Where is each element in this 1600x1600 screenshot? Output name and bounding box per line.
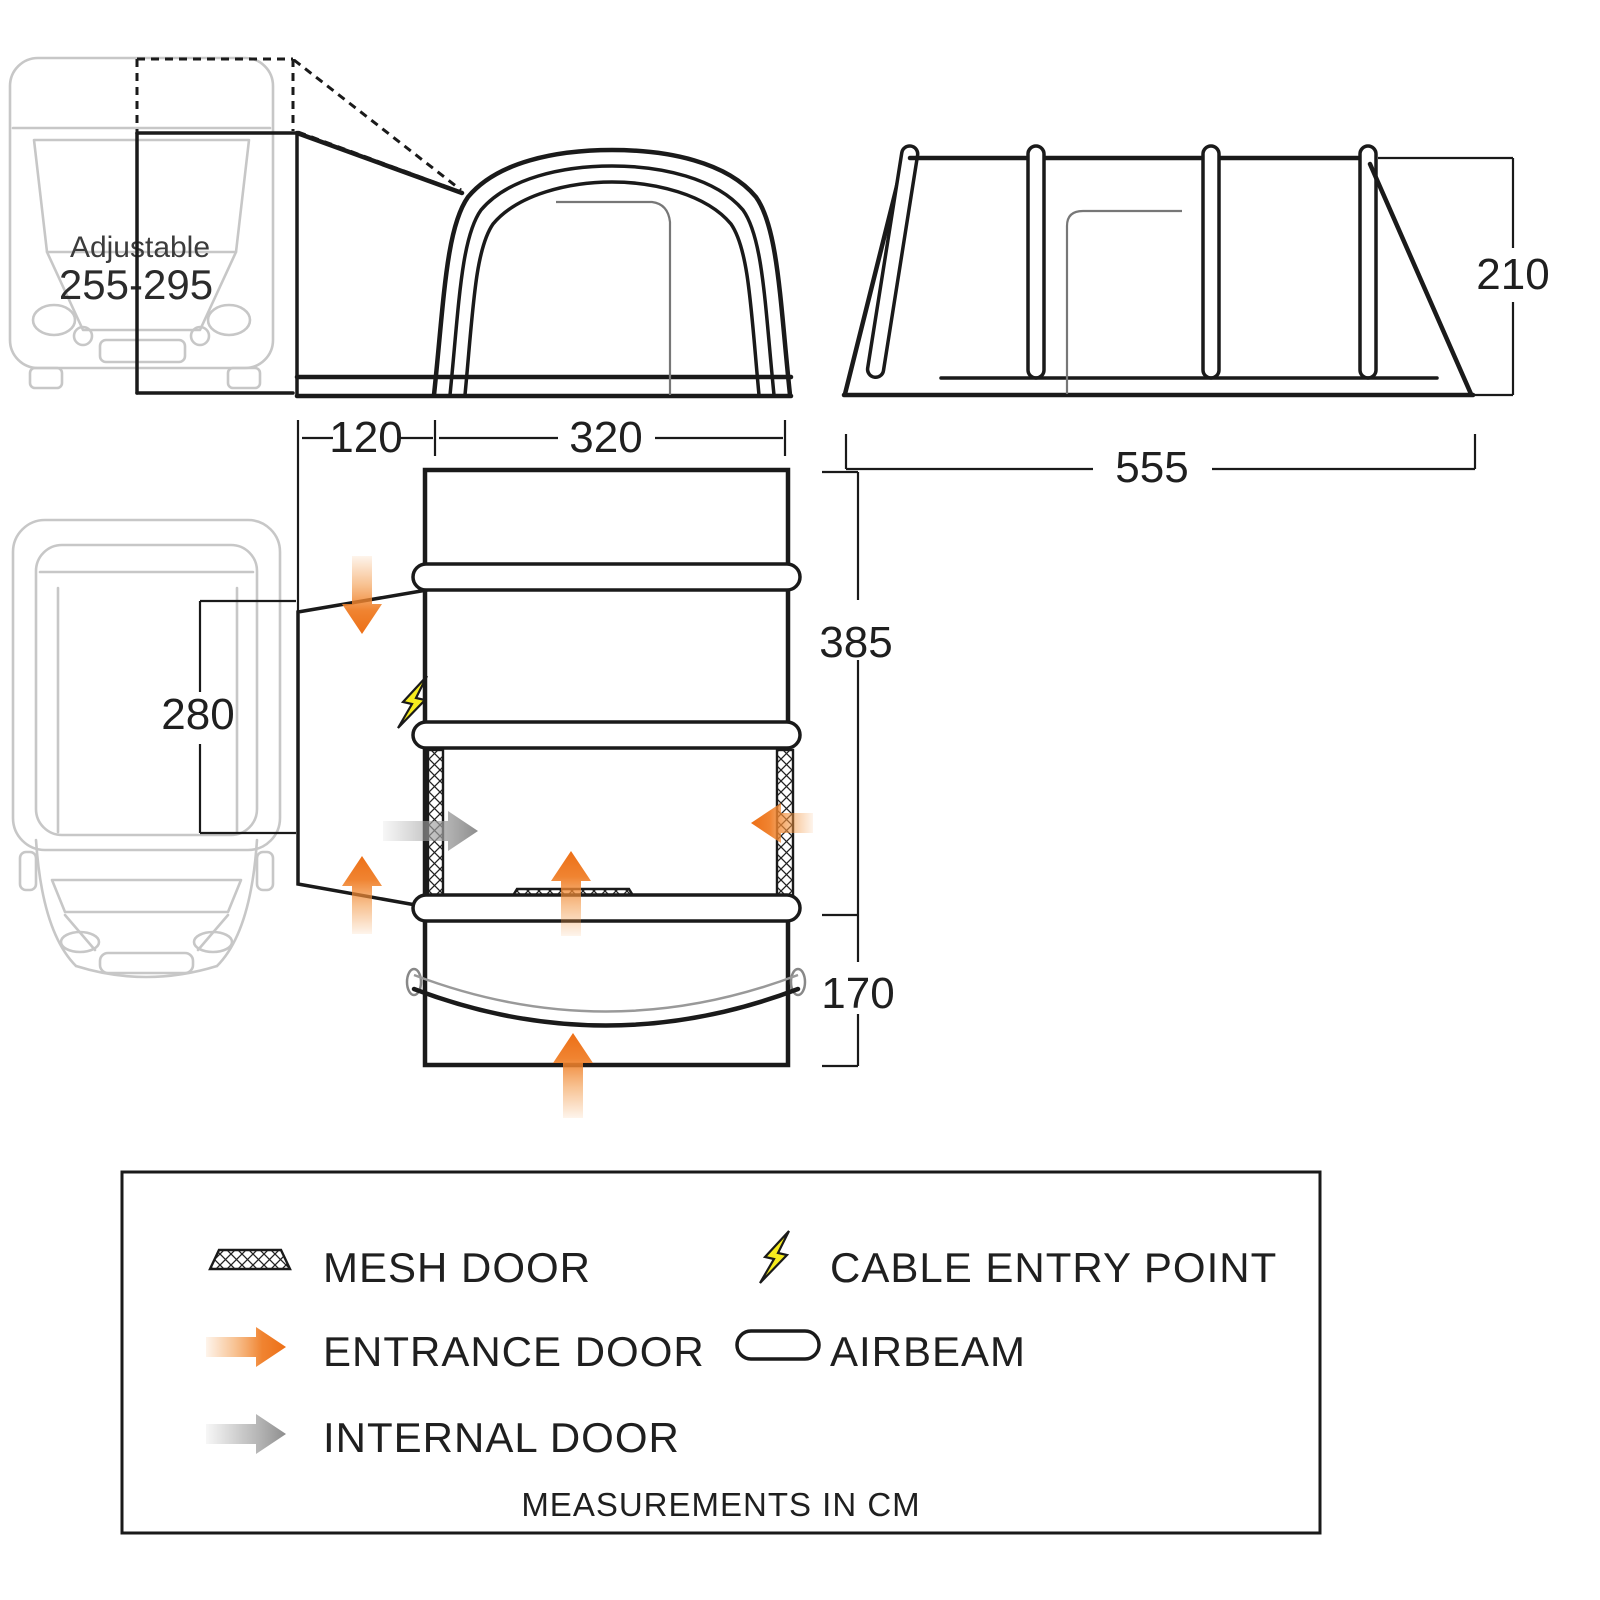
van-front-wheel-right (226, 366, 262, 390)
van-top-body (11, 518, 282, 852)
side-pole-2 (1026, 144, 1046, 380)
airbeam-label: AIRBEAM (830, 1328, 1026, 1375)
van-top-roof (34, 543, 259, 837)
van-top-roof-rails (56, 586, 239, 834)
dim-555-ticks (844, 434, 1477, 469)
van-top-side-left (34, 838, 78, 968)
measurements-footer: MEASUREMENTS IN CM (521, 1486, 920, 1523)
cable-entry-label: CABLE ENTRY POINT (830, 1244, 1277, 1291)
front-door-outline (556, 200, 672, 395)
curved-airbeam-top (413, 973, 799, 1013)
mesh-door-legend-icon (208, 1248, 292, 1271)
side-pole-3 (1201, 144, 1221, 380)
van-front-hood (45, 250, 238, 332)
entrance-door-legend-icon (206, 1327, 286, 1367)
cowl-top-edge (294, 130, 465, 196)
legend: MESH DOOR CABLE ENTRY POINT ENTRANCE DOO… (120, 1170, 1322, 1535)
legend-box (120, 1170, 1322, 1535)
van-top-front-edge (74, 964, 219, 979)
entrance-arrow-tunnel-top (342, 556, 382, 634)
van-front-view: Adjustable 255-295 (8, 56, 275, 390)
dimension-label-210: 210 (1476, 250, 1549, 299)
front-arch-inner (463, 180, 761, 397)
dimension-label-280: 280 (161, 690, 234, 739)
dimension-label-320: 320 (569, 413, 642, 462)
floor-plan-outline (422, 467, 791, 1068)
airbeam-legend-icon (735, 1329, 821, 1361)
dimension-label-555: 555 (1115, 443, 1188, 492)
internal-door-arrow (383, 811, 478, 851)
curved-airbeam-bottom (411, 986, 801, 1028)
dimension-connection-280: 280 (161, 599, 296, 835)
entrance-door-label: ENTRANCE DOOR (323, 1328, 705, 1375)
airbeam-1 (411, 562, 802, 592)
dim-depth-ticks (822, 470, 858, 1068)
adjustable-label: Adjustable (70, 231, 210, 264)
side-rear-edge (1367, 161, 1474, 397)
dimension-length-555: 555 (844, 434, 1477, 492)
cable-entry-legend-icon (759, 1230, 790, 1284)
van-top-mirror-left (18, 850, 38, 892)
dimension-label-120: 120 (329, 413, 402, 462)
van-front-wheel-left (28, 366, 64, 390)
dimension-depths: 385 170 (819, 470, 895, 1068)
van-front-body (8, 56, 275, 370)
cable-entry-icon (397, 675, 428, 729)
side-pole-4 (1358, 144, 1378, 380)
front-arch-middle (448, 164, 776, 397)
van-top-headlight-left (59, 930, 101, 954)
van-top-headlight-right (192, 930, 234, 954)
side-pole-1 (865, 144, 920, 380)
van-front-foglight-left (72, 325, 94, 347)
awning-side-view (841, 144, 1476, 398)
internal-door-legend-icon (206, 1414, 286, 1454)
van-top-view (11, 518, 282, 979)
dim-280-ticks (200, 599, 296, 835)
entrance-door-arrows (342, 556, 813, 1118)
dimension-label-170: 170 (821, 969, 894, 1018)
van-front-foglight-right (189, 325, 211, 347)
dashed-diagonal-upper (293, 58, 462, 192)
airbeam-2 (411, 720, 802, 750)
internal-door-label: INTERNAL DOOR (323, 1414, 680, 1461)
entrance-arrow-tunnel-bottom (342, 856, 382, 934)
entrance-arrow-right-wall (751, 803, 813, 843)
van-front-grille (98, 338, 187, 364)
van-top-bumper (98, 951, 195, 975)
dimension-label-385: 385 (819, 618, 892, 667)
van-front-headlight-right (206, 303, 252, 337)
entrance-arrow-front-wall (551, 851, 591, 936)
entrance-arrow-porch (553, 1033, 593, 1118)
dimension-front-widths: 120 320 (296, 413, 787, 612)
van-front-headlight-left (31, 303, 77, 337)
airbeam-3 (411, 893, 802, 923)
awning-front-view (294, 130, 794, 399)
side-door-outline (1065, 209, 1182, 394)
van-top-side-right (215, 838, 259, 968)
mesh-door-label: MESH DOOR (323, 1244, 591, 1291)
van-top-mirror-right (255, 850, 275, 892)
van-top-windshield (50, 878, 243, 914)
dimension-height-210: 210 (1378, 156, 1550, 397)
front-arch-outer (431, 147, 793, 398)
floor-plan (296, 467, 813, 1118)
